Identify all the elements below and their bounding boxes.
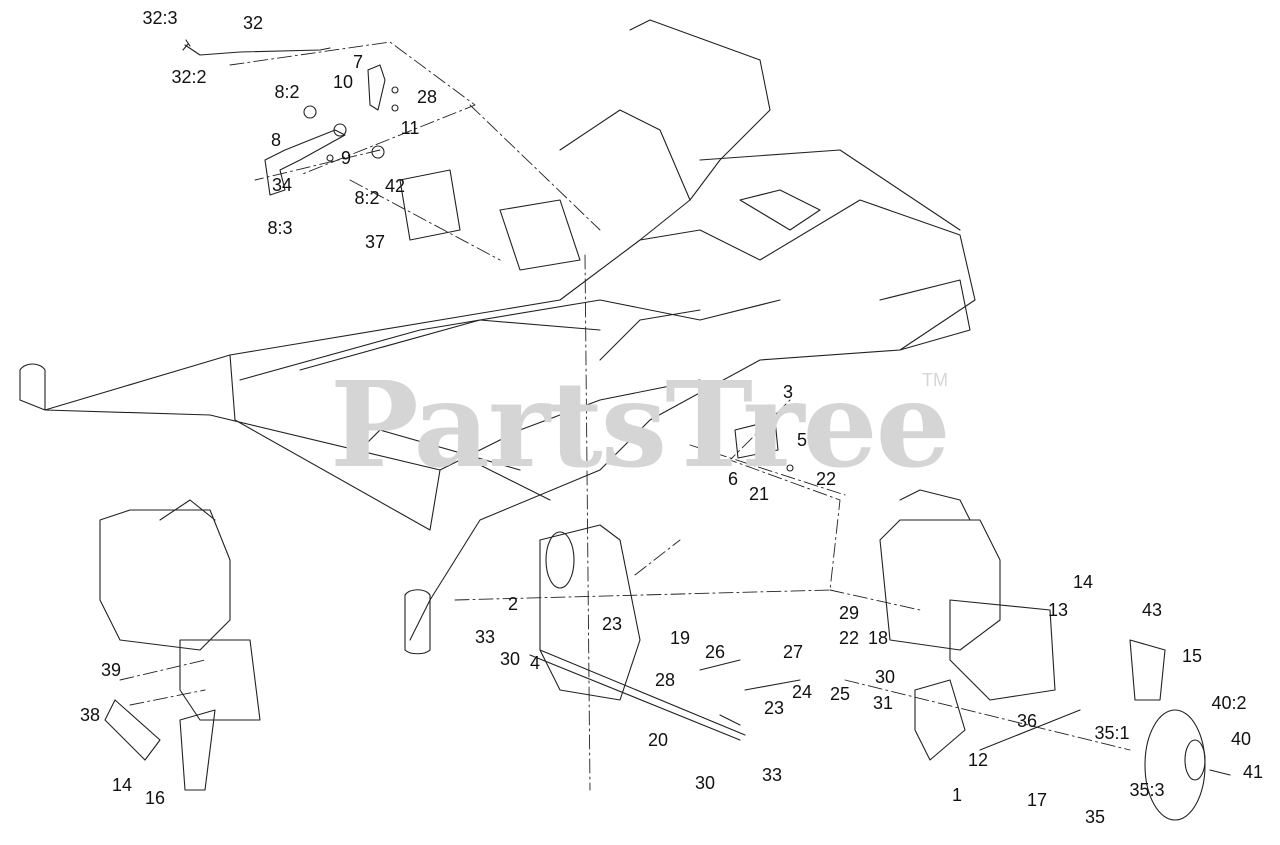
callout-29: 29 [838,603,860,623]
callout-8: 8 [270,130,282,150]
trademark-mark: TM [922,370,948,390]
callout-12: 12 [967,750,989,770]
bracket [735,420,793,471]
center-assembly [530,525,800,740]
guide-lines [120,42,1130,790]
callout-7: 7 [352,52,364,72]
callout-39: 39 [100,660,122,680]
callout-24: 24 [791,682,813,702]
callout-30: 30 [694,773,716,793]
callout-13: 13 [1047,600,1069,620]
callout-40: 40 [1230,729,1252,749]
callout-34: 34 [271,175,293,195]
callout-23: 23 [601,614,623,634]
callout-26: 26 [704,642,726,662]
callout-3: 3 [782,382,794,402]
callout-6: 6 [727,469,739,489]
callout-38: 38 [79,705,101,725]
callout-35-1: 35:1 [1094,723,1130,743]
right-transmission [880,490,1230,820]
callout-37: 37 [364,232,386,252]
callout-17: 17 [1026,790,1048,810]
chassis-frame [20,20,975,654]
callout-16: 16 [144,788,166,808]
callout-32: 32 [242,13,264,33]
callout-41: 41 [1242,762,1264,782]
callout-20: 20 [647,730,669,750]
callout-28: 28 [416,87,438,107]
callout-10: 10 [332,72,354,92]
callout-33: 33 [761,765,783,785]
callout-32-2: 32:2 [171,67,207,87]
callout-42: 42 [384,176,406,196]
callout-30: 30 [499,649,521,669]
callout-4: 4 [529,653,541,673]
callout-43: 43 [1141,600,1163,620]
callout-18: 18 [867,628,889,648]
callout-2: 2 [507,594,519,614]
callout-15: 15 [1181,646,1203,666]
callout-36: 36 [1016,711,1038,731]
callout-22: 22 [815,469,837,489]
callout-19: 19 [669,628,691,648]
callout-8-2: 8:2 [274,82,300,102]
callout-28: 28 [654,670,676,690]
control-linkage [183,40,398,195]
callout-9: 9 [340,148,352,168]
callout-21: 21 [748,484,770,504]
callout-1: 1 [951,785,963,805]
callout-11: 11 [400,118,420,138]
callout-22: 22 [838,628,860,648]
callout-31: 31 [872,693,894,713]
callout-32-3: 32:3 [142,8,178,28]
callout-35: 35 [1084,807,1106,827]
callout-8-3: 8:3 [267,218,293,238]
left-transmission [100,500,260,790]
callout-27: 27 [782,642,804,662]
callout-25: 25 [829,684,851,704]
callout-8-2: 8:2 [354,188,380,208]
callout-5: 5 [796,430,808,450]
callout-40-2: 40:2 [1211,693,1247,713]
callout-33: 33 [474,627,496,647]
callout-23: 23 [763,698,785,718]
callout-14: 14 [1072,572,1094,592]
callout-14: 14 [111,775,133,795]
callout-35-3: 35:3 [1129,780,1165,800]
callout-30: 30 [874,667,896,687]
